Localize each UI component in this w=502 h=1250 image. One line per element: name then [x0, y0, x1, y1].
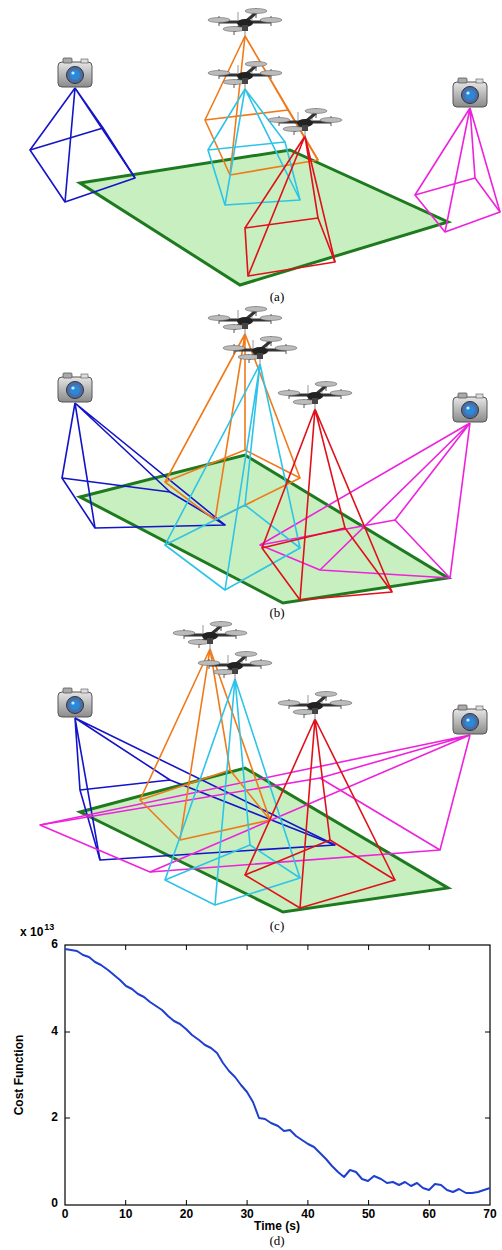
tick-label: 10: [119, 1208, 132, 1222]
panel-label: (c): [270, 919, 284, 934]
panel-label: (b): [269, 606, 284, 621]
quadrotor: [268, 108, 342, 137]
camera-icon: [453, 78, 487, 107]
cost-curve: [65, 949, 490, 1193]
drone-frustum: [262, 409, 392, 600]
ground-plane: [80, 768, 448, 912]
tick-label: 60: [423, 1208, 436, 1222]
panel-b: [58, 306, 487, 603]
quadrotor: [278, 381, 352, 410]
quadrotor: [198, 651, 272, 680]
quadrotor: [223, 336, 297, 365]
camera-frustum: [75, 718, 335, 860]
tick-label: 6: [51, 938, 58, 952]
drone-frustum: [165, 679, 300, 905]
drone-frustum: [165, 334, 300, 520]
camera-icon: [453, 393, 487, 422]
tick-label: 20: [180, 1208, 193, 1222]
camera-icon: [58, 373, 92, 402]
plot-frame: [65, 945, 490, 1205]
quadrotor: [208, 8, 282, 37]
drone-frustum: [245, 136, 335, 276]
panel-c: [40, 621, 487, 912]
ground-plane: [80, 150, 448, 285]
tick-label: 0: [51, 1197, 58, 1211]
ground-plane: [80, 455, 448, 603]
quadrotor: [173, 621, 247, 650]
panel-label: (d): [269, 1234, 284, 1249]
tick-label: 4: [51, 1025, 58, 1039]
drone-frustum: [165, 364, 300, 590]
tick-label: 70: [483, 1208, 496, 1222]
tick-label: 30: [240, 1208, 253, 1222]
tick-label: 40: [301, 1208, 314, 1222]
line-chart: [65, 945, 490, 1205]
camera-frustum: [30, 88, 135, 202]
axis-ticks: [65, 945, 490, 1205]
tick-label: 0: [62, 1208, 69, 1222]
axis-title: Cost Function: [13, 1035, 27, 1116]
drone-frustum: [245, 719, 395, 908]
tick-label: 50: [362, 1208, 375, 1222]
drone-frustum: [205, 36, 318, 175]
drone-frustum: [208, 89, 300, 205]
quadrotor: [208, 61, 282, 90]
quadrotor: [278, 691, 352, 720]
quadrotor: [208, 306, 282, 335]
panel-a: [30, 8, 500, 285]
axis-title: Time (s): [254, 1220, 300, 1234]
camera-frustum: [415, 108, 500, 232]
drone-frustum: [140, 649, 270, 840]
camera-icon: [58, 58, 92, 87]
camera-icon: [58, 688, 92, 717]
panel-label: (a): [270, 290, 284, 305]
tick-label: 2: [51, 1111, 58, 1125]
axis-exponent: 13: [44, 922, 54, 932]
camera-icon: [453, 705, 487, 734]
axis-multiplier: x 10: [20, 926, 43, 940]
